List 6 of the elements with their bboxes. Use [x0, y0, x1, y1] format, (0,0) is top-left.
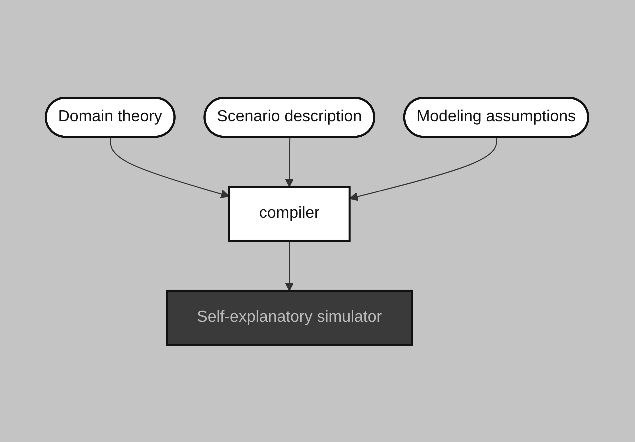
- arrow: [286, 240, 294, 291]
- arrow: [110, 136, 230, 198]
- node-box: compiler: [228, 186, 352, 242]
- node-box: Self-explanatory simulator: [166, 290, 414, 346]
- arrow: [286, 136, 294, 187]
- arrow: [350, 136, 498, 201]
